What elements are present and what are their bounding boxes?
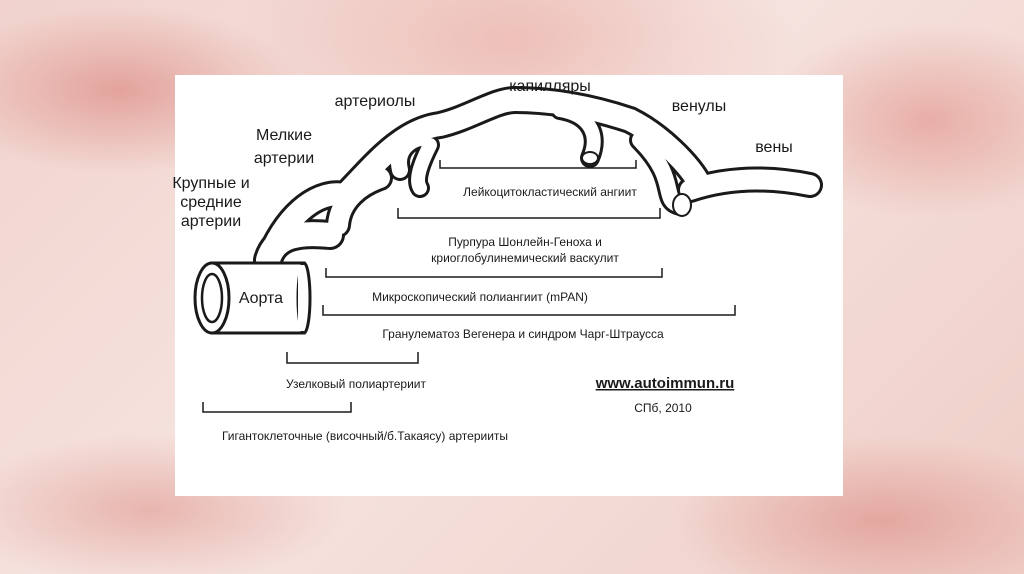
bracket-giant-cell <box>203 402 351 412</box>
small-arteries-label-line2: артерии <box>254 150 314 167</box>
wegener-label: Гранулематоз Вегенера и синдром Чарг-Штр… <box>382 327 664 341</box>
purpura-label-line2: криоглобулинемический васкулит <box>431 251 619 265</box>
mpa-label: Микроскопический полиангиит (mPAN) <box>372 290 588 304</box>
arterioles-label: артериолы <box>335 93 416 110</box>
veins-label: вены <box>755 139 793 156</box>
pan-label: Узелковый полиартериит <box>286 377 427 391</box>
venules-label: венулы <box>672 98 727 115</box>
leukocytoclastic-label: Лейкоцитокластический ангиит <box>463 185 637 199</box>
source-url: www.autoimmun.ru <box>595 375 735 392</box>
capillaries-label: капилляры <box>509 78 591 95</box>
bracket-pan <box>287 352 418 363</box>
source-place-year: СПб, 2010 <box>634 401 692 415</box>
bracket-leukocytoclastic <box>440 160 636 168</box>
small-arteries-label-line1: Мелкие <box>256 127 312 144</box>
aorta-label: Аорта <box>239 290 283 307</box>
bracket-wegener <box>323 305 735 315</box>
purpura-label-line1: Пурпура Шонлейн-Геноха и <box>448 235 602 249</box>
large-arteries-label-line2: средние <box>180 194 242 211</box>
bracket-mpa <box>326 268 662 277</box>
large-arteries-label-line1: Крупные и <box>172 175 249 192</box>
large-arteries-label-line3: артерии <box>181 213 241 230</box>
bracket-purpura <box>398 208 660 218</box>
giant-cell-label: Гигантоклеточные (височный/б.Такаясу) ар… <box>222 429 508 443</box>
